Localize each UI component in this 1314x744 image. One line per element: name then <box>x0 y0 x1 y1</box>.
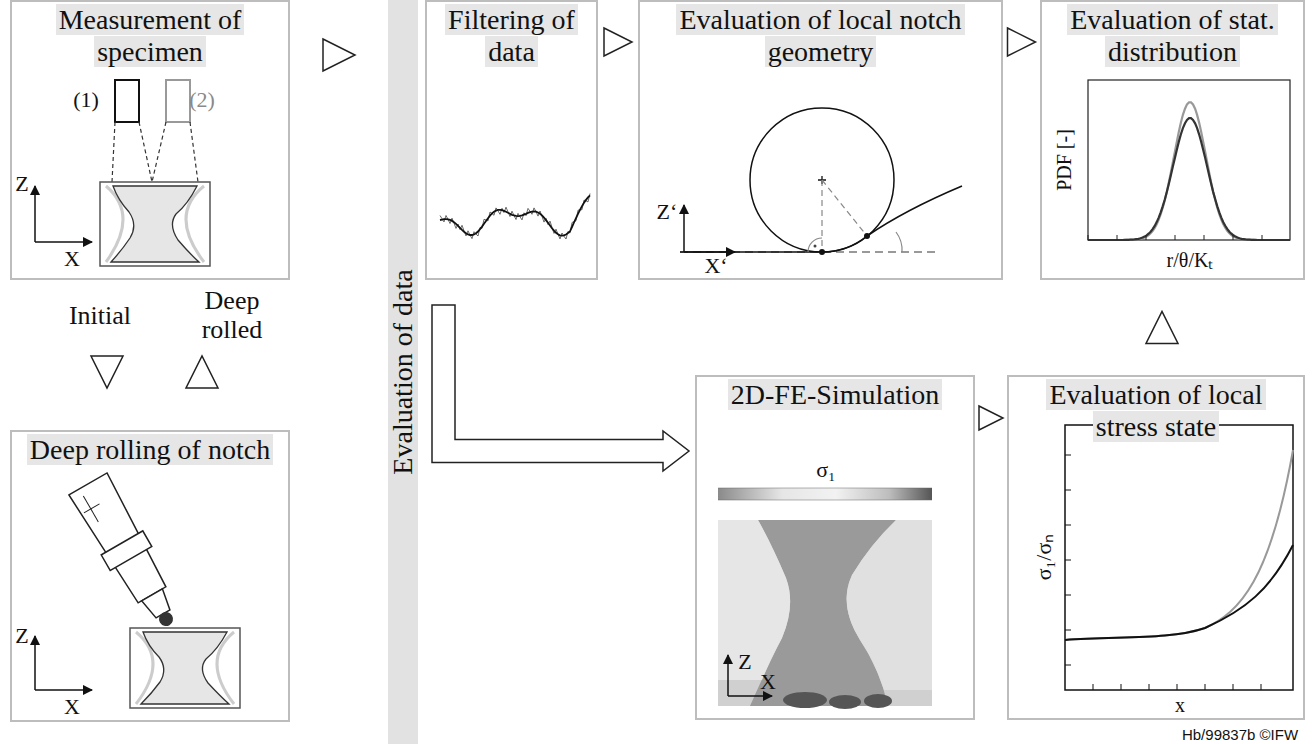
figure-label: σ₁/σₙ <box>1027 534 1057 581</box>
process-box: Measurement of specimen <box>10 0 290 280</box>
box-heading: Measurement of specimen <box>56 4 245 67</box>
hollow-arrow <box>91 356 123 388</box>
box-heading: Deep rolling of notch <box>27 434 273 465</box>
hollow-arrow <box>1146 312 1178 344</box>
figure-label: Z‘ <box>657 199 678 225</box>
fe-simulation <box>718 488 932 709</box>
box-heading: Evaluation of local stress state <box>1046 379 1265 442</box>
figure-label: (1) <box>73 87 99 113</box>
figure-label: Z <box>738 649 751 675</box>
band-label: Evaluation of data <box>387 269 419 474</box>
figure-label: σ₁ <box>816 457 836 483</box>
figure-label: X <box>64 694 80 720</box>
figure-label: X <box>760 669 776 695</box>
hollow-arrow <box>1008 28 1036 56</box>
filter-signal <box>440 194 590 240</box>
distribution-plot <box>1088 80 1290 240</box>
l-arrow <box>432 305 689 471</box>
figure-label: PDF [-] <box>1053 129 1076 191</box>
process-box: Filtering of data <box>425 0 598 280</box>
edge-label: Initial <box>45 302 155 331</box>
process-box: 2D-FE-Simulation <box>695 375 975 720</box>
stress-plot <box>1065 425 1293 690</box>
box-heading: Evaluation of stat. distribution <box>1067 4 1278 67</box>
stage-band: Evaluation of data <box>388 0 418 744</box>
process-box: Deep rolling of notch <box>10 430 290 722</box>
figure-label: X‘ <box>704 253 727 279</box>
box-heading: Filtering of data <box>445 4 578 67</box>
figure-label: X <box>64 246 80 272</box>
process-box: Evaluation of local notch geometry <box>638 0 1003 280</box>
measurement-setup <box>35 80 210 266</box>
figure-label: Hb/99837b ©IFW <box>1182 726 1298 743</box>
hollow-arrow <box>604 28 632 56</box>
edge-label: Deep rolled <box>177 287 287 344</box>
box-heading: 2D-FE-Simulation <box>728 379 942 410</box>
box-heading: Evaluation of local notch geometry <box>676 4 964 67</box>
figure-label: Z <box>15 623 28 649</box>
figure-label: r/θ/Kₜ <box>1167 246 1214 273</box>
hollow-arrow <box>979 406 1003 430</box>
figure-label: (2) <box>189 87 215 113</box>
hollow-arrow <box>323 39 355 71</box>
figure-label: x <box>1175 694 1185 717</box>
deep-rolling-setup <box>35 472 240 708</box>
figure-label: Z <box>15 171 28 197</box>
hollow-arrow <box>186 356 218 388</box>
process-box: Evaluation of stat. distribution <box>1040 0 1305 280</box>
notch-geometry <box>680 108 962 255</box>
